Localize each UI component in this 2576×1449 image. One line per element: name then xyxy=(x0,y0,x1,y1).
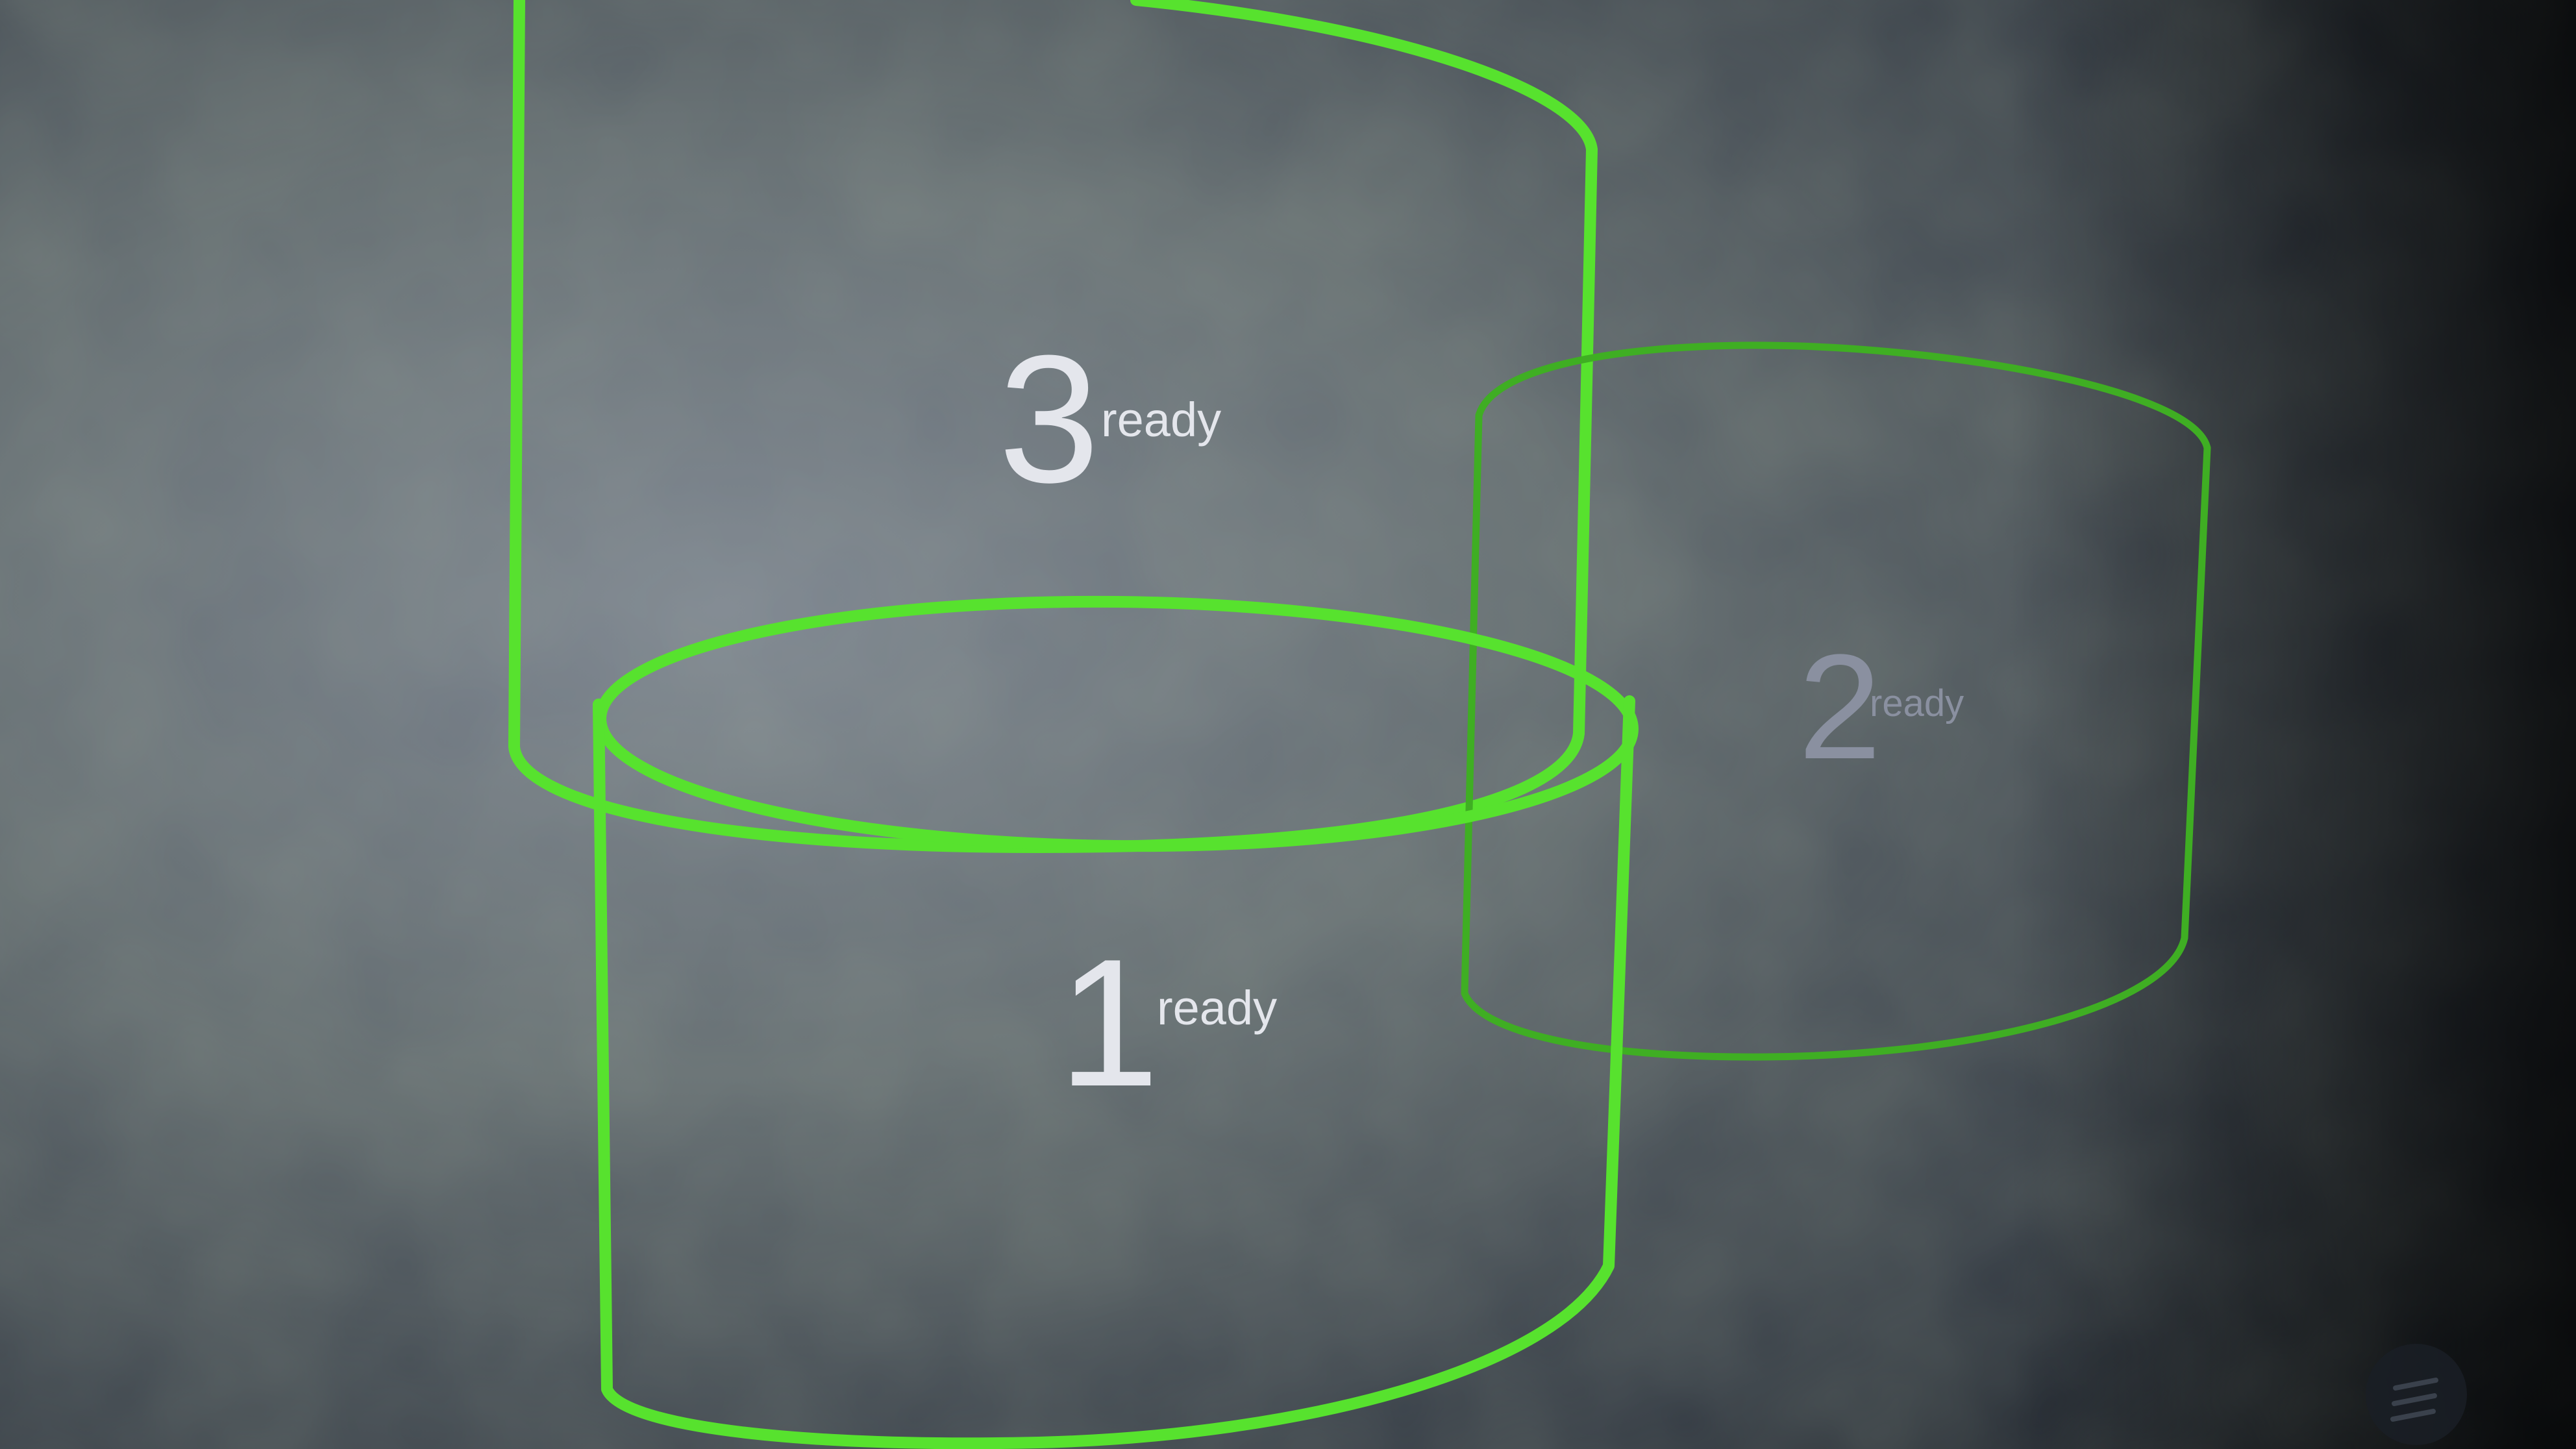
zone-3-outline xyxy=(508,0,1598,853)
zone-2[interactable]: 2 ready xyxy=(1461,341,2211,1061)
zone-3-status: ready xyxy=(1101,393,1221,447)
zone-2-outline-top xyxy=(1475,341,2211,452)
menu-icon xyxy=(2390,1378,2438,1422)
menu-button-bg xyxy=(2366,1344,2467,1445)
zone-1[interactable]: 1 ready xyxy=(593,595,1639,1449)
zone-3[interactable]: 3 ready xyxy=(508,0,1598,853)
zone-2-number: 2 xyxy=(1798,623,1881,790)
zone-1-outline-body xyxy=(593,695,1635,1449)
zone-1-status: ready xyxy=(1157,981,1277,1035)
zone-3-number: 3 xyxy=(998,318,1100,521)
zone-2-outline-body xyxy=(1461,412,2211,1061)
menu-button[interactable] xyxy=(2366,1344,2467,1445)
zone-2-status: ready xyxy=(1870,682,1964,724)
zone-1-number: 1 xyxy=(1058,922,1159,1124)
